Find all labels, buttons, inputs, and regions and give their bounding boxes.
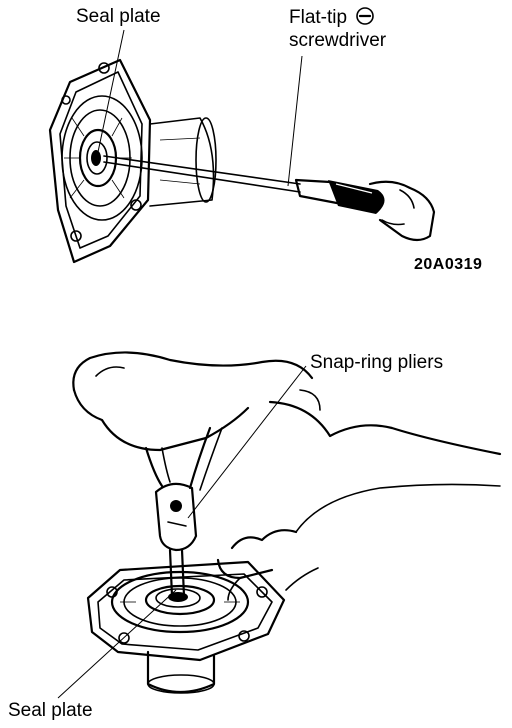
flat-tip-screwdriver [103, 155, 385, 214]
tool-label-line2: screwdriver [289, 30, 387, 51]
seal-plate-leader-top [97, 29, 125, 153]
snap-ring-pliers [144, 426, 223, 598]
seal-plate-label-top: Seal plate [76, 6, 161, 27]
housing-flange-bottom [86, 560, 286, 662]
hand-holding-screwdriver [368, 180, 436, 242]
hand-gripping-pliers [72, 351, 321, 452]
housing-rings-bottom [110, 570, 250, 634]
seal-plate-label-bottom: Seal plate [8, 700, 93, 721]
pliers-leader [187, 365, 307, 519]
housing-screwdriver-illustration [48, 29, 436, 264]
pliers-housing-illustration [57, 351, 502, 699]
tool-label-line1: Flat-tip [289, 6, 375, 29]
housing-body-bottom [146, 650, 216, 694]
hand-holding-housing [216, 400, 502, 601]
housing-body [149, 117, 217, 207]
housing-rings [61, 95, 143, 221]
tool-label-text: Flat-tip [289, 7, 348, 28]
screwdriver-leader [287, 55, 303, 187]
figure-code: 20A0319 [414, 256, 483, 273]
snap-ring-pliers-label: Snap-ring pliers [310, 352, 444, 373]
seal-plate-leader-bottom [57, 589, 177, 699]
minus-circle-icon [356, 7, 375, 25]
